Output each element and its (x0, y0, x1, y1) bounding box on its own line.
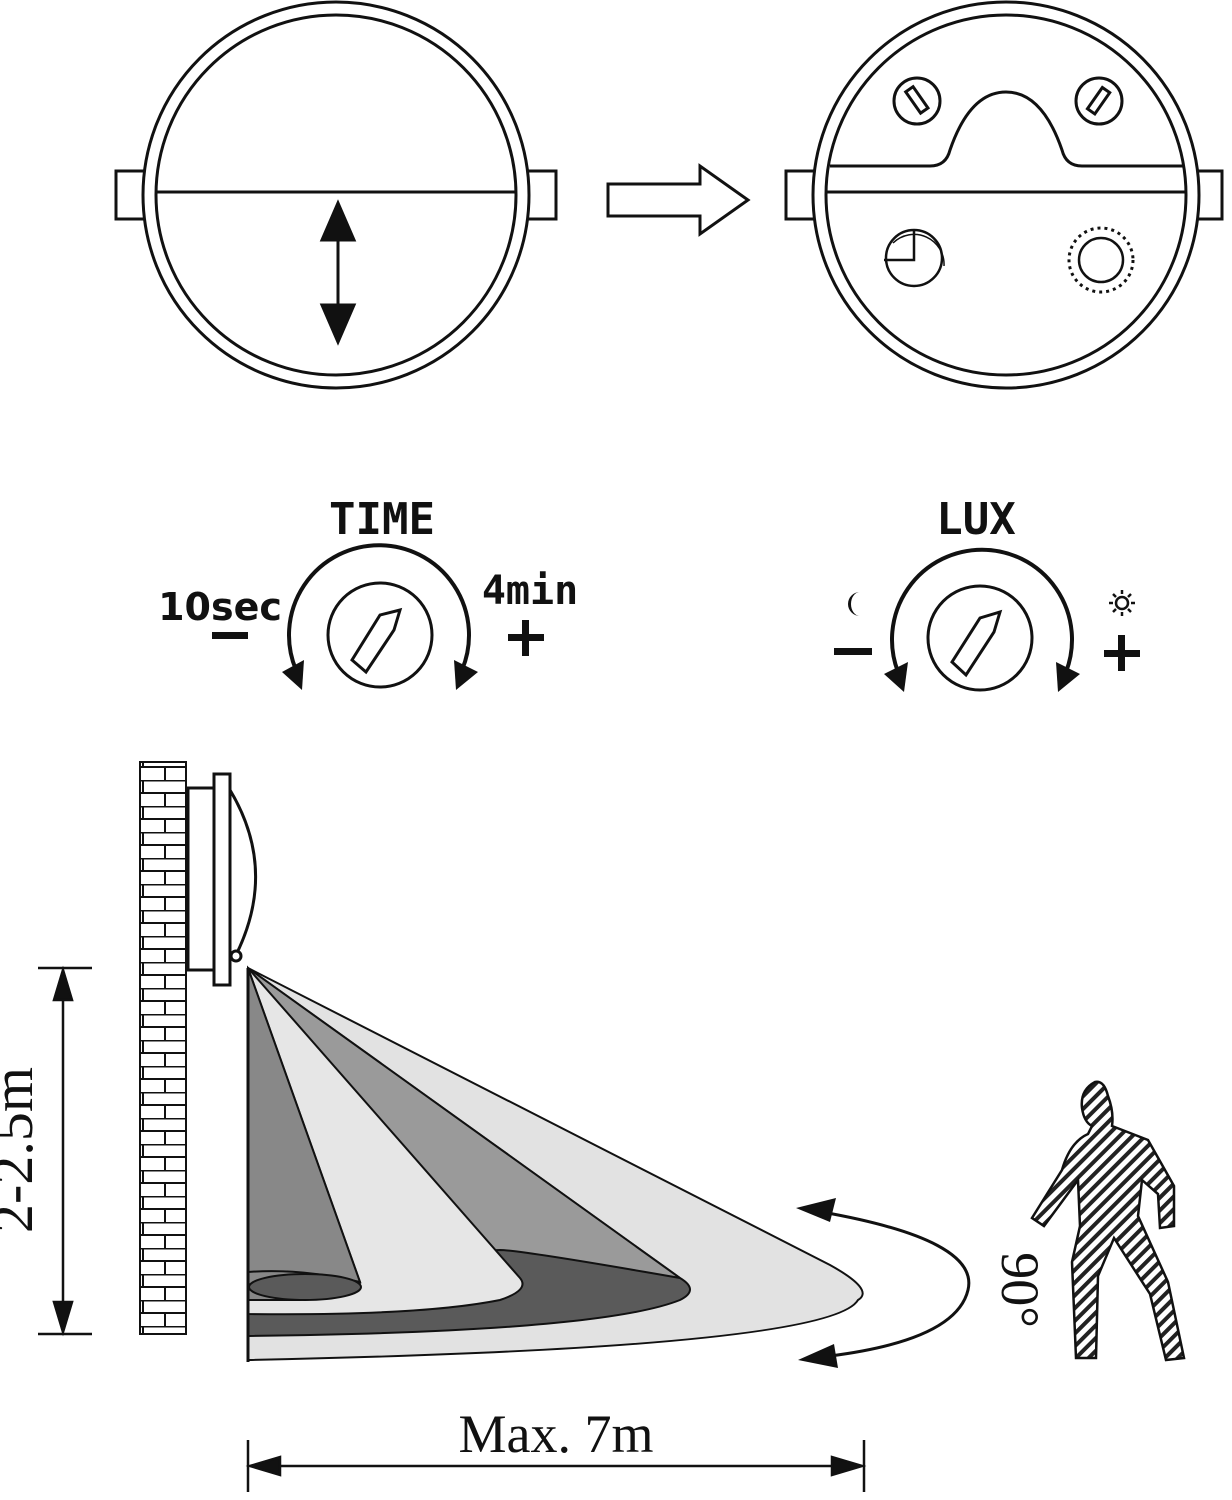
angle-arc (796, 1198, 971, 1368)
knob-pointer-icon (950, 609, 1003, 678)
sensor-side-view (186, 772, 257, 987)
minus-sign-icon (834, 648, 872, 655)
sensor-open-view (784, 0, 1224, 390)
angle-label: 90° (990, 1252, 1050, 1328)
arrow-cw-icon (1056, 662, 1080, 692)
time-dial-title: TIME (329, 494, 435, 545)
walking-person-icon (1030, 1080, 1186, 1362)
time-knob-icon (884, 228, 945, 288)
plus-sign-icon (508, 620, 544, 656)
arrow-ccw-icon (282, 660, 304, 690)
slide-arrow-icon (319, 199, 357, 346)
housing-outer-ring (811, 0, 1201, 390)
open-direction-arrow-icon (606, 163, 751, 237)
brick-wall (139, 761, 187, 1335)
time-min-label: 10sec (158, 585, 282, 629)
screw-icon (1074, 76, 1124, 126)
lux-dial-title: LUX (936, 494, 1015, 545)
housing-outer-ring (141, 0, 531, 390)
screw-icon (892, 76, 942, 126)
sensor-closed-view (114, 0, 558, 390)
moon-icon (848, 592, 860, 616)
range-dimension (245, 1440, 867, 1492)
plus-sign-icon (1104, 635, 1140, 671)
arrow-cw-icon (454, 660, 478, 690)
time-dial-group: TIME 10sec 4min (158, 494, 578, 690)
housing-inner-ring (824, 13, 1188, 377)
detection-zones (246, 965, 864, 1362)
arrow-icon (798, 1344, 838, 1368)
minus-sign-icon (212, 632, 248, 639)
arrow-ccw-icon (884, 662, 908, 692)
rotation-arc (287, 543, 471, 671)
knob-pointer-icon (350, 607, 403, 675)
rotation-arc (890, 547, 1074, 673)
zone-near-floor (248, 1273, 362, 1301)
time-max-label: 4min (482, 568, 578, 614)
lens-cutout (830, 90, 1184, 168)
sun-icon (1109, 590, 1135, 616)
range-label: Max. 7m (459, 1404, 654, 1464)
lux-knob-icon (1067, 226, 1135, 294)
housing-inner-ring (154, 13, 518, 377)
lux-dial-group: LUX (834, 494, 1140, 692)
height-label: 2-2.5m (0, 1067, 45, 1233)
arrow-icon (796, 1198, 836, 1222)
height-dimension (38, 965, 92, 1337)
